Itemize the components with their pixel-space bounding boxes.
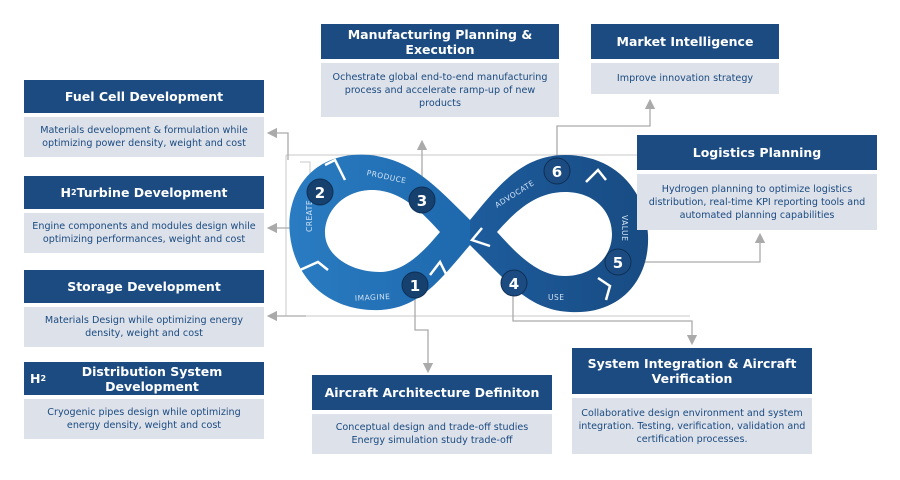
- card-fuel-cell: Fuel Cell Development Materials developm…: [24, 80, 264, 157]
- card-description: Materials development & formulation whil…: [24, 117, 264, 157]
- connector-architecture: [414, 295, 434, 374]
- card-description: Cryogenic pipes design while optimizing …: [24, 399, 264, 439]
- connector-logistics: [630, 232, 766, 263]
- card-title: Aircraft Architecture Definiton: [312, 375, 552, 410]
- card-storage: Storage Development Materials Design whi…: [24, 270, 264, 347]
- connector-frame: [285, 154, 690, 317]
- svg-text:4: 4: [509, 275, 519, 293]
- card-description: Improve innovation strategy: [591, 63, 779, 94]
- card-title: Market Intelligence: [591, 24, 779, 59]
- card-title: Storage Development: [24, 270, 264, 303]
- step-badge-2: 2: [306, 178, 334, 206]
- step-badge-3: 3: [408, 186, 436, 214]
- svg-text:5: 5: [613, 254, 623, 272]
- svg-text:2: 2: [315, 184, 325, 202]
- segment-label-use: USE: [548, 293, 565, 302]
- card-description: Ochestrate global end-to-end manufacturi…: [321, 63, 559, 117]
- svg-text:6: 6: [552, 163, 562, 181]
- connector-market: [556, 98, 656, 165]
- card-description: Conceptual design and trade-off studies …: [312, 414, 552, 454]
- card-description: Engine components and modules design whi…: [24, 213, 264, 253]
- card-title: Manufacturing Planning & Execution: [321, 24, 559, 59]
- step-badge-5: 5: [604, 248, 632, 276]
- card-system-integration: System Integration & Aircraft Verificati…: [572, 348, 812, 454]
- card-title: Logistics Planning: [637, 135, 877, 170]
- svg-text:3: 3: [417, 192, 427, 210]
- connector-integration: [512, 292, 698, 346]
- card-title: System Integration & Aircraft Verificati…: [572, 348, 812, 394]
- card-title: Fuel Cell Development: [24, 80, 264, 113]
- svg-text:1: 1: [410, 277, 420, 295]
- card-aircraft-architecture: Aircraft Architecture Definiton Conceptu…: [312, 375, 552, 454]
- card-logistics: Logistics Planning Hydrogen planning to …: [637, 135, 877, 230]
- card-manufacturing: Manufacturing Planning & Execution Oches…: [321, 24, 559, 117]
- card-description: Hydrogen planning to optimize logistics …: [637, 174, 877, 230]
- connector-fuel-cell: [266, 127, 289, 160]
- step-badge-6: 6: [543, 157, 571, 185]
- card-description: Materials Design while optimizing energy…: [24, 307, 264, 347]
- segment-label-value: VALUE: [620, 215, 629, 241]
- segment-label-imagine: IMAGINE: [355, 292, 391, 303]
- segment-label-create: CREATE: [305, 200, 314, 232]
- step-badge-4: 4: [500, 269, 528, 297]
- card-description: Collaborative design environment and sys…: [572, 398, 812, 454]
- card-market-intelligence: Market Intelligence Improve innovation s…: [591, 24, 779, 94]
- step-badge-1: 1: [401, 271, 429, 299]
